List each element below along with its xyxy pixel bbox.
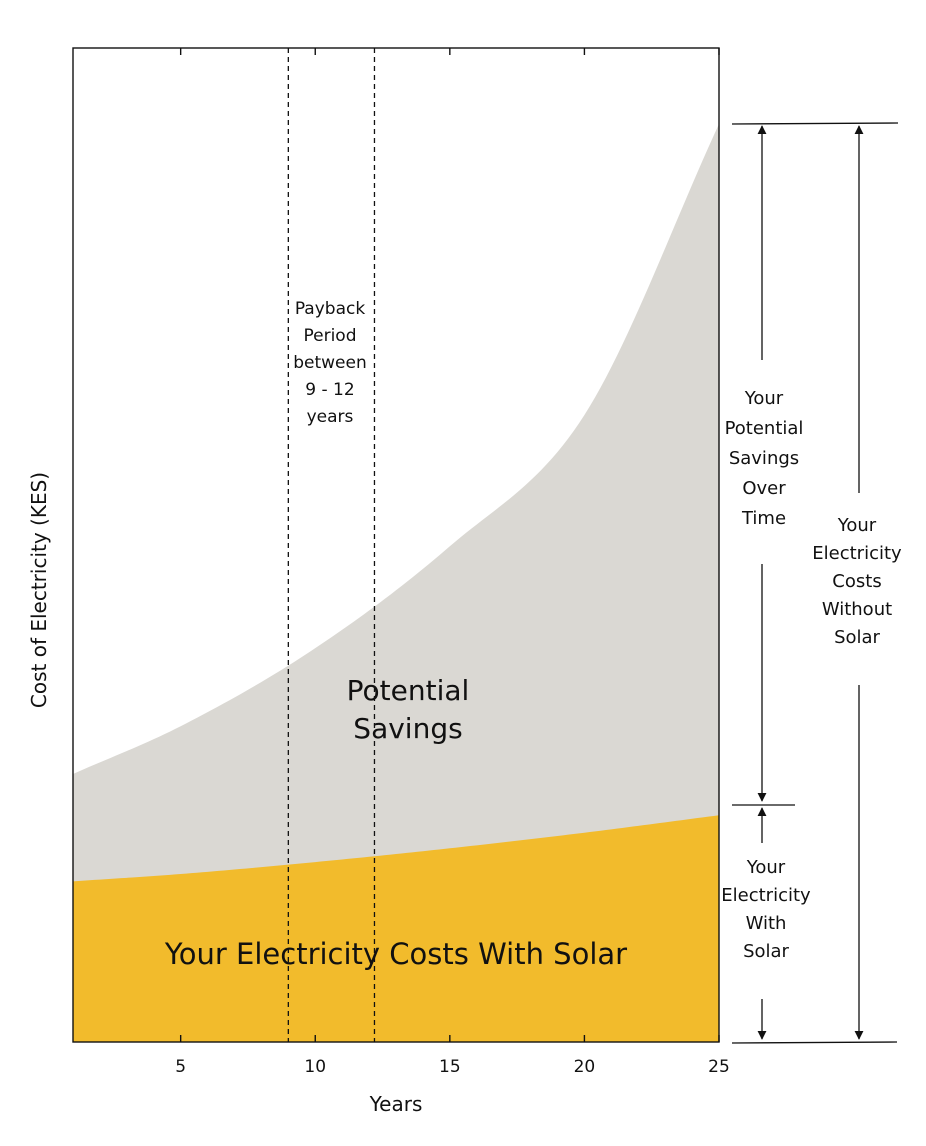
plot-frame xyxy=(72,47,720,1043)
x-tick-label-15: 15 xyxy=(439,1057,461,1077)
top-rule xyxy=(731,122,899,125)
x-tick-label-5: 5 xyxy=(175,1057,186,1077)
y-axis-label: Cost of Electricity (KES) xyxy=(27,472,51,708)
x-axis: 5 10 15 20 25 xyxy=(175,48,730,1077)
savings-area xyxy=(73,124,719,1042)
x-axis-label: Years xyxy=(369,1092,423,1116)
brackets xyxy=(731,122,899,1044)
solar-area-label: Your Electricity Costs With Solar xyxy=(164,937,627,971)
bottom-rule xyxy=(731,1041,898,1044)
x-tick-label-10: 10 xyxy=(304,1057,326,1077)
x-tick-label-25: 25 xyxy=(708,1057,730,1077)
plot-area xyxy=(72,47,720,1043)
x-tick-label-20: 20 xyxy=(574,1057,596,1077)
solar-area xyxy=(73,815,719,1042)
